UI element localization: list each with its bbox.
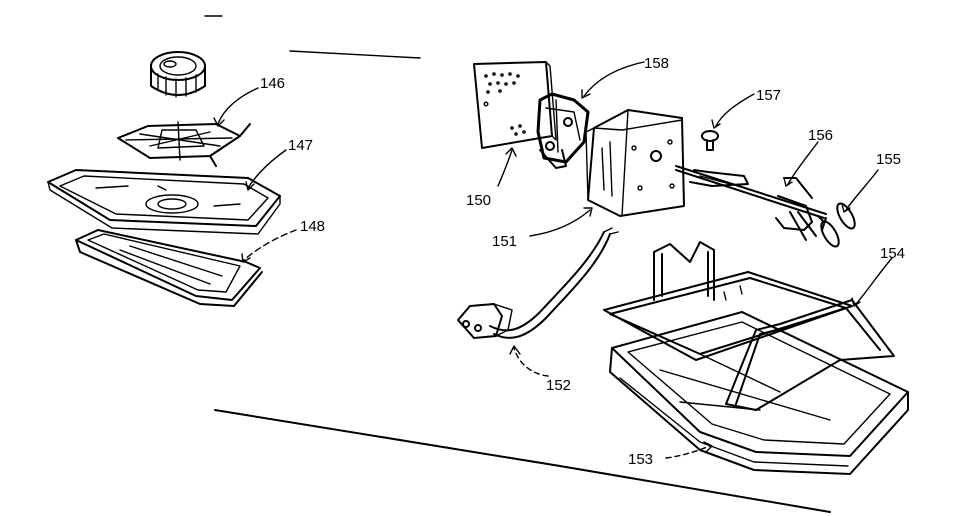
callout-158: 158 — [644, 55, 669, 72]
part-157-screw — [701, 130, 719, 151]
callout-152: 152 — [546, 377, 571, 394]
plate-perforations — [483, 72, 526, 136]
part-158-bracket — [536, 92, 590, 169]
callout-150: 150 — [466, 192, 491, 209]
frame-lines — [204, 15, 831, 513]
callout-147: 147 — [288, 137, 313, 154]
callout-labels: 146 147 148 150 151 152 153 154 155 156 … — [260, 55, 905, 468]
callout-155: 155 — [876, 151, 901, 168]
part-156-spit — [675, 165, 827, 241]
part-153-broil-pan — [609, 311, 909, 475]
callout-156: 156 — [808, 127, 833, 144]
part-150-plate — [473, 61, 557, 149]
callout-151: 151 — [492, 233, 517, 250]
part-148-pan — [75, 229, 263, 307]
part-152-cord — [457, 227, 619, 339]
part-146-grate — [117, 121, 251, 167]
callout-146: 146 — [260, 75, 285, 92]
callout-148: 148 — [300, 218, 325, 235]
callout-157: 157 — [756, 87, 781, 104]
part-146-burner-cap — [150, 51, 206, 98]
part-151-motor — [585, 109, 685, 217]
part-147-tray — [47, 169, 281, 235]
part-155-handle — [817, 202, 856, 248]
callout-153: 153 — [628, 451, 653, 468]
callout-154: 154 — [880, 245, 905, 262]
leader-lines — [213, 61, 893, 459]
